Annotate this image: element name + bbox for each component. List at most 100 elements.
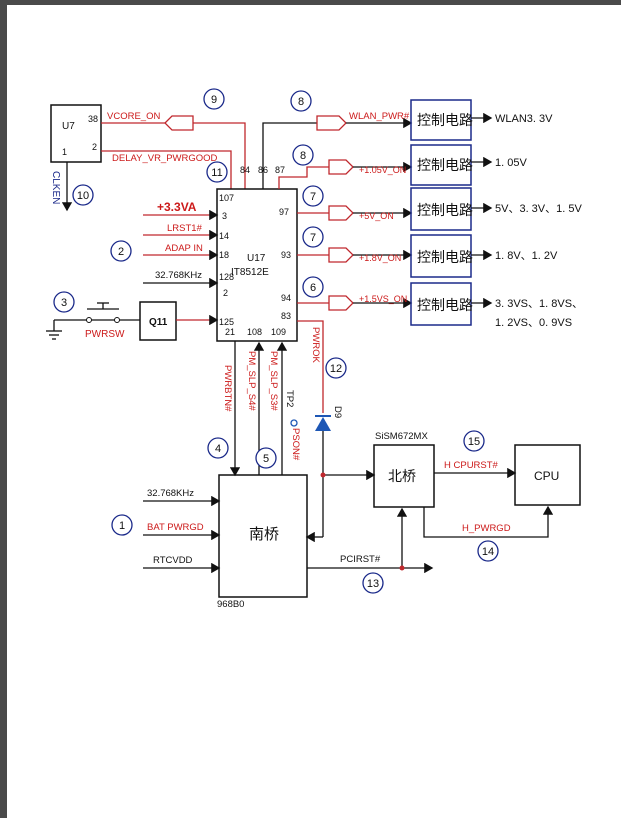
u17-chip (216, 188, 298, 342)
pwrok-line (297, 320, 324, 413)
rtcvdd-label: RTCVDD (153, 555, 193, 566)
ctrl-box-2: 控制电路 (410, 144, 473, 186)
cpu-label: CPU (534, 469, 559, 483)
pin-108: 108 (247, 327, 262, 337)
wlan-line-a (262, 122, 317, 189)
pin-2: 2 (223, 288, 228, 298)
delay-line (101, 150, 232, 189)
svg-text:10: 10 (77, 190, 89, 202)
svg-text:4: 4 (215, 443, 221, 455)
step-4: 4 (207, 437, 229, 459)
tp2-marker (290, 419, 298, 427)
step-11: 11 (206, 161, 228, 183)
pwrsw-label: PWRSW (85, 329, 125, 340)
adap-label: ADAP IN (165, 243, 203, 254)
clk-bot-label: 32.768KHz (147, 488, 194, 499)
out5-label-a: 3. 3VS、1. 8VS、 (495, 298, 583, 310)
svg-text:6: 6 (310, 282, 316, 294)
cpurst-label: H CPURST# (444, 460, 499, 471)
v5-on-label: +5V_ON (359, 211, 394, 221)
h-pwrgd-label: H_PWRGD (462, 523, 511, 534)
step-8b: 8 (292, 144, 314, 166)
pson-label: PSON# (290, 428, 301, 461)
ctrl-box-4: 控制电路 (410, 234, 473, 278)
svg-text:14: 14 (482, 546, 494, 558)
pin-125: 125 (219, 317, 234, 327)
pin-97: 97 (279, 207, 289, 217)
ctrl-label-5: 控制电路 (417, 297, 473, 313)
vcore-on-label: VCORE_ON (107, 111, 160, 122)
pin-93: 93 (281, 250, 291, 260)
step-3: 3 (53, 291, 75, 313)
out1-label: WLAN3. 3V (495, 113, 553, 125)
slp-s3-label: PM_SLP_S3# (268, 351, 279, 411)
ctrl-box-3: 控制电路 (410, 187, 473, 231)
step-14: 14 (477, 540, 499, 562)
out5-label-b: 1. 2VS、0. 9VS (495, 317, 572, 329)
step-1: 1 (111, 514, 133, 536)
slp-s4-label: PM_SLP_S4# (246, 351, 257, 411)
out4-label: 1. 8V、1. 2V (495, 250, 558, 262)
v105-on-label: +1.05V_ON (359, 165, 406, 175)
switch-contact-a (86, 317, 92, 323)
clken-label: CLKEN (50, 171, 61, 204)
step-6: 6 (302, 276, 324, 298)
u7-pin38: 38 (88, 114, 98, 124)
svg-text:5: 5 (263, 453, 269, 465)
pin-18: 18 (219, 250, 229, 260)
step-7b: 7 (302, 226, 324, 248)
pin-128: 128 (219, 272, 234, 282)
svg-text:11: 11 (211, 167, 222, 179)
pin-84: 84 (240, 165, 250, 175)
ctrl-label-3: 控制电路 (417, 202, 473, 218)
u7-pin2: 2 (92, 142, 97, 152)
ctrl-label-1: 控制电路 (417, 112, 473, 128)
q11-box (139, 301, 177, 341)
q11-label: Q11 (149, 317, 168, 328)
v105-line-a (278, 166, 329, 189)
southbridge-label: 南桥 (249, 526, 279, 543)
step-2: 2 (110, 240, 132, 262)
step-13: 13 (362, 572, 384, 594)
u7-label: U7 (62, 121, 75, 132)
pwrbtn-label: PWRBTN# (222, 365, 233, 412)
step-5: 5 (255, 447, 277, 469)
pwrgd-line (423, 505, 554, 538)
v18-on-label: +1.8V_ON (359, 253, 401, 263)
u17-label: U17 (247, 253, 266, 264)
svg-text:3: 3 (61, 297, 67, 309)
pin-14: 14 (219, 231, 229, 241)
svg-text:12: 12 (330, 363, 342, 375)
pin-94: 94 (281, 293, 291, 303)
v15vs-on-label: +1.5VS_ON (359, 294, 407, 304)
switch-contact-b (114, 317, 120, 323)
ctrl-box-5: 控制电路 (410, 282, 473, 326)
v15vs-connector (328, 295, 354, 311)
svg-text:8: 8 (298, 96, 304, 108)
v105-connector (328, 159, 354, 175)
lrst-label: LRST1# (167, 223, 203, 234)
step-9: 9 (203, 88, 225, 110)
pcirst-label: PCIRST# (340, 554, 381, 565)
ctrl-label-4: 控制电路 (417, 249, 473, 265)
pin-87: 87 (275, 165, 285, 175)
ctrl-label-2: 控制电路 (417, 157, 473, 173)
tp2-label: TP2 (284, 390, 295, 407)
svg-text:2: 2 (118, 246, 124, 258)
svg-text:7: 7 (310, 232, 316, 244)
northbridge-box (373, 444, 435, 508)
u7-pin1: 1 (62, 147, 67, 157)
vcore-connector (164, 115, 194, 131)
svg-text:13: 13 (367, 578, 379, 590)
vcore-line-b (193, 122, 246, 189)
v5-connector (328, 205, 354, 221)
pwrok-label: PWROK (310, 327, 321, 364)
northbridge-label: 北桥 (388, 468, 416, 484)
northbridge-part: SiSM672MX (375, 431, 428, 442)
ctrl-box-1: 控制电路 (410, 99, 473, 141)
v33a-label: +3.3VA (157, 200, 197, 214)
v18-connector (328, 247, 354, 263)
svg-text:7: 7 (310, 191, 316, 203)
step-7a: 7 (302, 185, 324, 207)
